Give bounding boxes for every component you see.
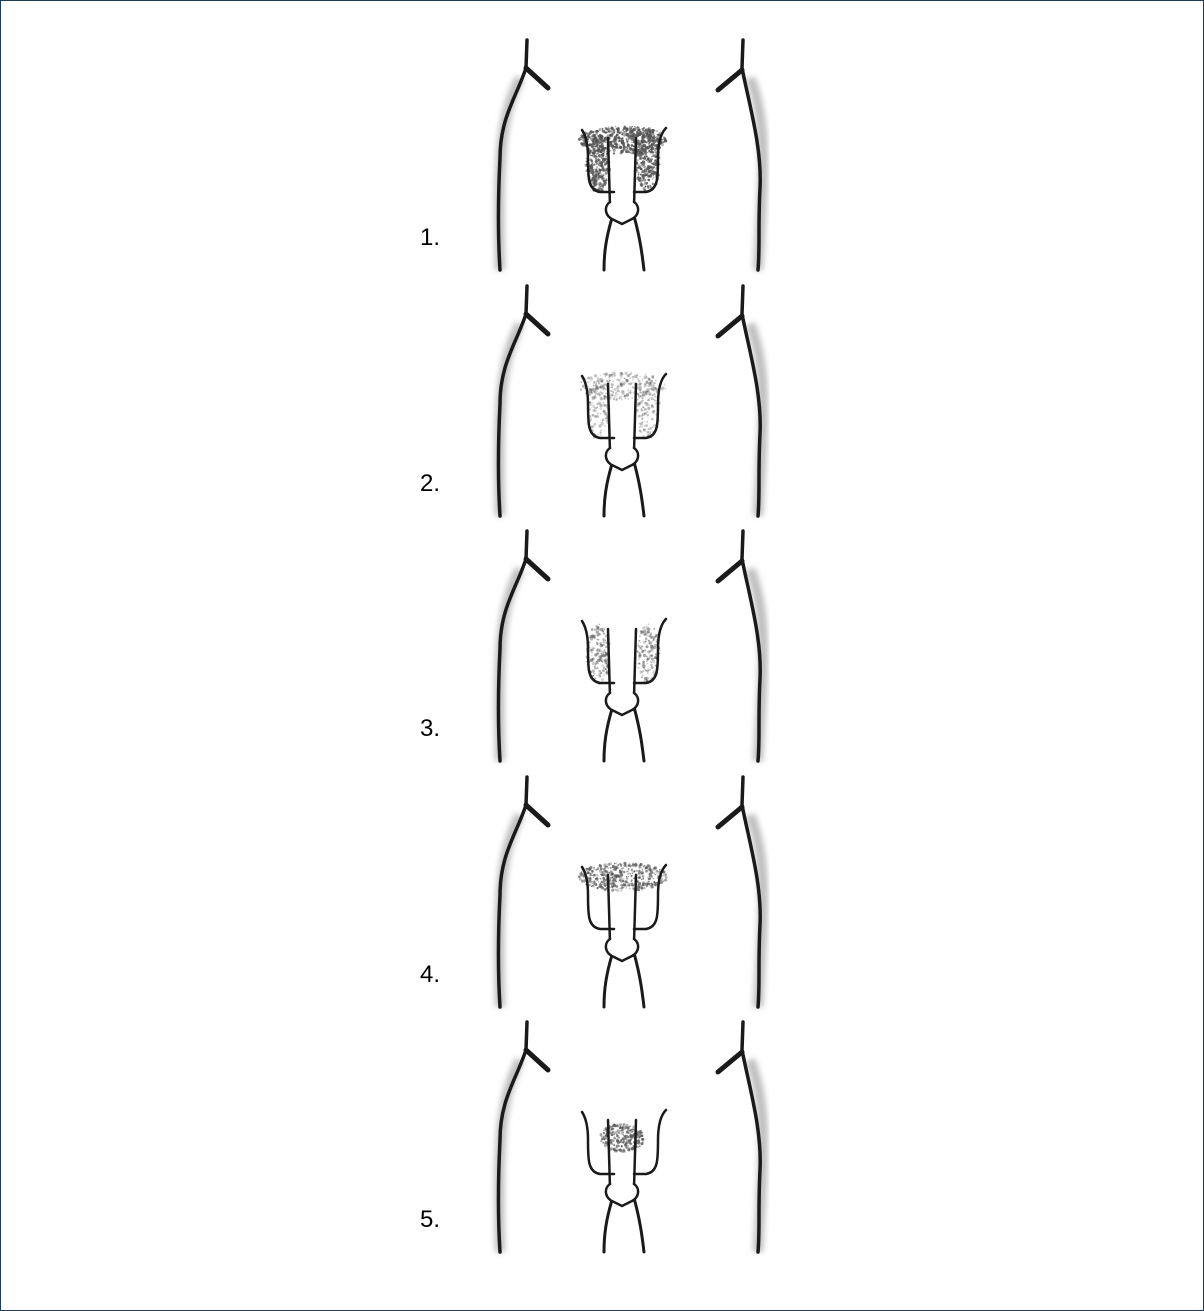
left-inner-thigh xyxy=(604,464,612,516)
left-hip-crease xyxy=(526,805,548,825)
right-inner-thigh xyxy=(634,953,644,1007)
right-hip-crease xyxy=(718,561,742,581)
pubic-hair xyxy=(600,1123,645,1153)
right-torso-outline xyxy=(742,40,760,270)
panel-label: 1. xyxy=(420,224,440,252)
shaft-left-edge xyxy=(608,138,610,206)
left-hip-crease xyxy=(526,314,548,334)
shaft-right-edge xyxy=(634,384,636,452)
panel-label: 5. xyxy=(420,1206,440,1234)
right-hip-crease xyxy=(718,316,742,336)
left-inner-thigh xyxy=(604,709,612,761)
right-torso-outline xyxy=(742,1022,760,1252)
right-inner-thigh xyxy=(634,1198,644,1252)
right-inner-thigh xyxy=(634,216,644,270)
torso-illustration xyxy=(420,1020,780,1252)
torso-illustration xyxy=(420,284,780,516)
left-hip-crease xyxy=(526,68,548,88)
illustration-panel-1: 1. xyxy=(420,38,780,270)
panel-label: 3. xyxy=(420,715,440,743)
shaft-right-edge xyxy=(634,138,636,206)
left-hip-crease xyxy=(526,559,548,579)
illustration-panel-2: 2. xyxy=(420,284,780,516)
torso-illustration xyxy=(420,38,780,270)
shaft-left-edge xyxy=(608,875,610,943)
left-inner-thigh xyxy=(604,955,612,1007)
right-torso-outline xyxy=(742,531,760,761)
left-inner-thigh xyxy=(604,1200,612,1252)
pubic-hair xyxy=(578,862,668,892)
right-torso-outline xyxy=(742,286,760,516)
illustration-panel-3: 3. xyxy=(420,529,780,761)
torso-illustration xyxy=(420,775,780,1007)
illustration-panel-4: 4. xyxy=(420,775,780,1007)
left-inner-thigh xyxy=(604,218,612,270)
right-inner-thigh xyxy=(634,707,644,761)
panel-label: 2. xyxy=(420,470,440,498)
panel-label: 4. xyxy=(420,961,440,989)
torso-illustration xyxy=(420,529,780,761)
right-hip-crease xyxy=(718,1052,742,1072)
right-inner-thigh xyxy=(634,462,644,516)
illustration-panel-5: 5. xyxy=(420,1020,780,1252)
shaft-left-edge xyxy=(608,384,610,452)
right-hip-crease xyxy=(718,807,742,827)
right-torso-outline xyxy=(742,777,760,1007)
left-hip-crease xyxy=(526,1050,548,1070)
right-hip-crease xyxy=(718,70,742,90)
shaft-right-edge xyxy=(634,629,636,697)
